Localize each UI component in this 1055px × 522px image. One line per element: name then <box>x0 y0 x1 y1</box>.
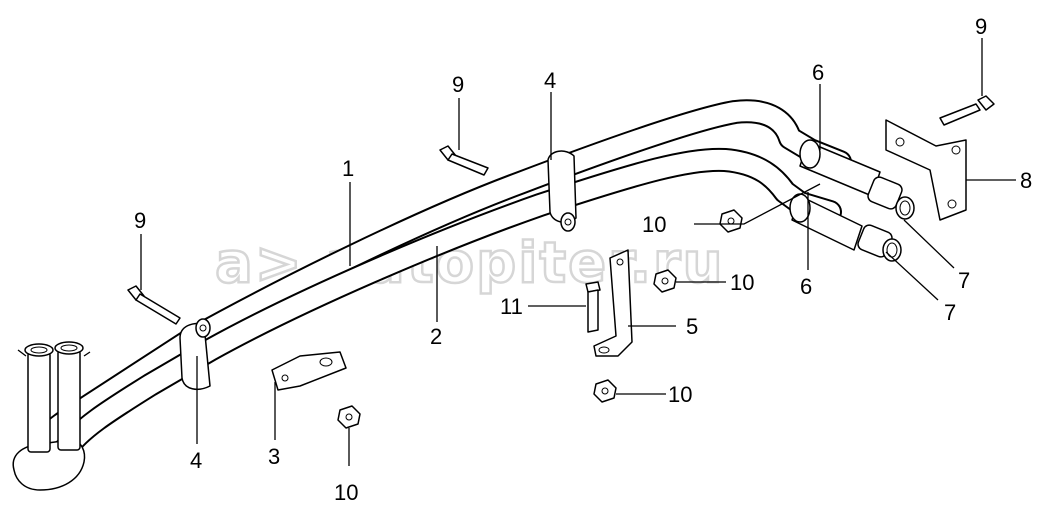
callout-9-middle: 9 <box>452 72 464 97</box>
clamp-4-left <box>179 318 211 391</box>
nut-10-left <box>337 405 361 429</box>
callout-3: 3 <box>268 444 280 469</box>
callout-10-right: 10 <box>730 270 754 295</box>
pipe-right-end <box>789 139 915 262</box>
bracket-3 <box>271 351 347 391</box>
pipe-1 <box>28 99 852 474</box>
clamp-4-top <box>547 150 577 232</box>
callout-2: 2 <box>430 324 442 349</box>
pipe-left-end <box>12 341 91 491</box>
leader-lines <box>140 38 1016 466</box>
callout-9-right: 9 <box>975 14 987 39</box>
callout-7-lower: 7 <box>944 300 956 325</box>
bolt-9-middle <box>439 145 489 176</box>
callout-10-bottom: 10 <box>668 382 692 407</box>
bolt-11 <box>585 281 601 333</box>
nut-10-middle <box>719 209 743 233</box>
callout-4-top: 4 <box>544 68 556 93</box>
callout-5: 5 <box>686 314 698 339</box>
callout-10-middle: 10 <box>642 212 666 237</box>
bolt-9-left <box>127 285 181 325</box>
bolt-9-right <box>939 95 995 126</box>
callout-9-left: 9 <box>134 208 146 233</box>
callout-4-left: 4 <box>190 448 202 473</box>
callout-11: 11 <box>500 294 523 319</box>
callout-8: 8 <box>1020 168 1032 193</box>
callout-labels: 1 2 3 4 4 5 6 6 7 7 8 9 9 9 10 10 10 10 … <box>134 14 1032 505</box>
pipe-2 <box>54 147 842 462</box>
bracket-8 <box>885 119 967 221</box>
callout-7-upper: 7 <box>958 268 970 293</box>
bracket-5 <box>593 249 633 357</box>
nut-10-bottom <box>593 379 617 403</box>
nut-10-right <box>653 269 677 293</box>
callout-6-top: 6 <box>812 60 824 85</box>
callout-10-left: 10 <box>334 480 358 505</box>
callout-1: 1 <box>342 156 354 181</box>
callout-6-bottom: 6 <box>800 274 812 299</box>
